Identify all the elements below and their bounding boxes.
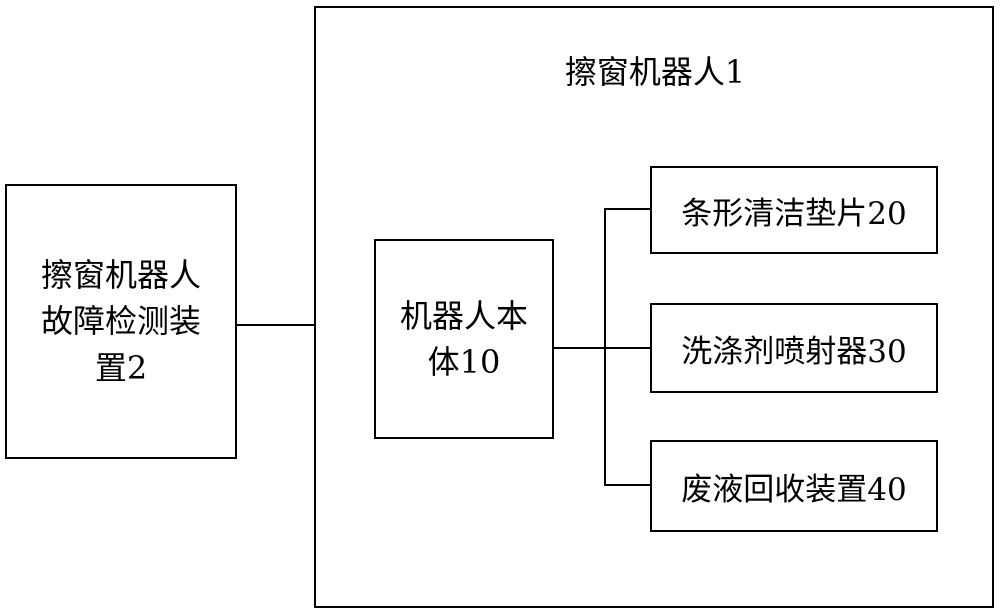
connector-fault-to-robot [237,324,315,326]
robot-title: 擦窗机器人1 [564,53,746,91]
component-box-detergent-sprayer: 洗涤剂喷射器30 [650,303,938,393]
robot-body-line-2: 体10 [427,343,501,381]
component-label-detergent-sprayer: 洗涤剂喷射器30 [681,333,907,370]
fault-device-line-2: 故障检测装 [40,302,201,341]
connector-branch-3 [604,484,652,486]
component-box-cleaning-pad: 条形清洁垫片20 [650,166,938,254]
connector-body-to-trunk [554,347,606,349]
fault-device-line-1: 擦窗机器人 [40,255,201,294]
robot-body-box: 机器人本 体10 [374,239,554,439]
component-label-cleaning-pad: 条形清洁垫片20 [681,195,907,232]
component-label-waste-recovery: 废液回收装置40 [681,471,907,508]
connector-branch-2 [604,347,652,349]
component-box-waste-recovery: 废液回收装置40 [650,440,938,532]
fault-device-line-3: 置2 [94,348,148,387]
robot-body-line-1: 机器人本 [399,296,528,335]
connector-branch-1 [604,208,652,210]
fault-detection-device-box: 擦窗机器人 故障检测装 置2 [5,184,237,459]
